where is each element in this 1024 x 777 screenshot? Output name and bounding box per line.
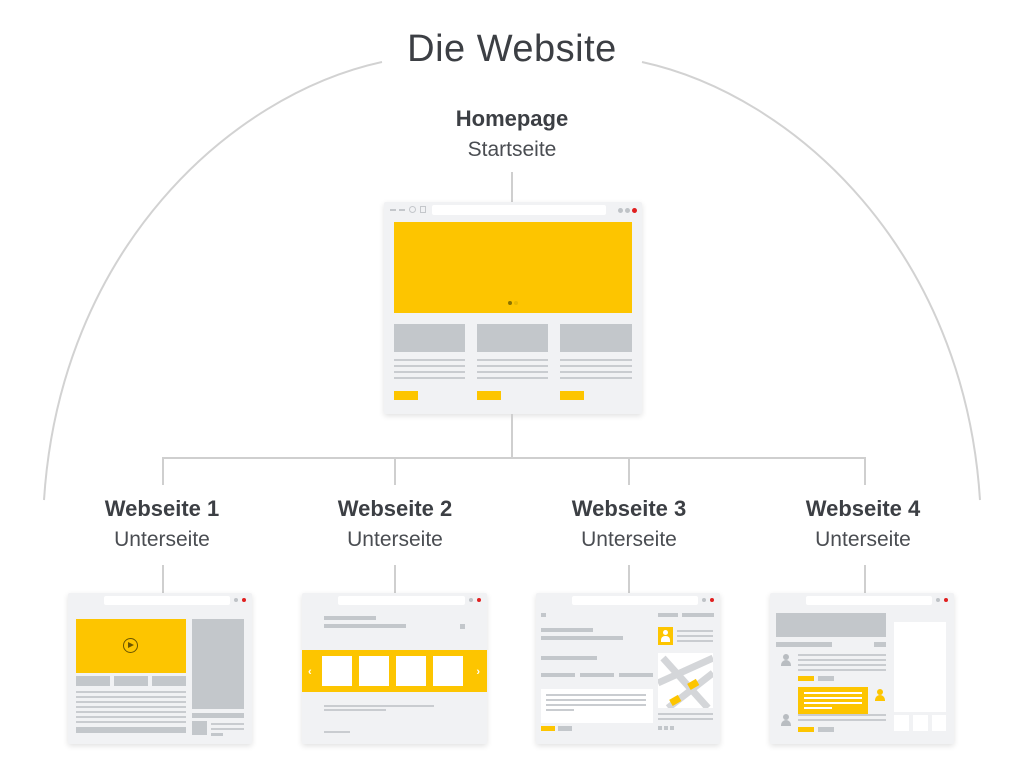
highlighted-comment (798, 687, 868, 715)
chevron-left-icon: ‹ (308, 666, 312, 678)
cta-button (560, 391, 584, 400)
close-dot-icon (632, 208, 637, 213)
cta-button (394, 391, 418, 400)
map-icon (658, 653, 713, 708)
browser-bar (384, 202, 642, 218)
cta-button (477, 391, 501, 400)
homepage-mockup (384, 202, 642, 414)
hero-banner (394, 222, 632, 313)
child-1-subtitle: Unterseite (114, 528, 210, 551)
user-avatar-icon (874, 689, 886, 701)
child-3-subtitle: Unterseite (581, 528, 677, 551)
webseite-3-mockup (536, 593, 720, 744)
child-2-subtitle: Unterseite (347, 528, 443, 551)
homepage-subtitle: Startseite (467, 138, 557, 161)
user-avatar-icon (780, 654, 792, 666)
diagram-title: Die Website (407, 28, 617, 70)
child-2-title: Webseite 2 (337, 496, 453, 521)
homepage-title: Homepage (455, 106, 569, 131)
connector (162, 457, 866, 459)
connector (511, 172, 513, 202)
user-avatar-icon (780, 714, 792, 726)
webseite-2-mockup: ‹ › (302, 593, 487, 744)
connector (511, 414, 513, 458)
user-avatar-icon (658, 627, 673, 645)
child-1-title: Webseite 1 (104, 496, 220, 521)
video-player (76, 619, 186, 673)
webseite-4-mockup (770, 593, 954, 744)
child-3-title: Webseite 3 (571, 496, 687, 521)
carousel: ‹ › (302, 650, 487, 692)
chevron-right-icon: › (476, 666, 480, 678)
child-4-title: Webseite 4 (805, 496, 921, 521)
message-textarea (541, 689, 653, 723)
webseite-1-mockup (68, 593, 252, 744)
play-icon (123, 638, 138, 653)
child-4-subtitle: Unterseite (815, 528, 911, 551)
